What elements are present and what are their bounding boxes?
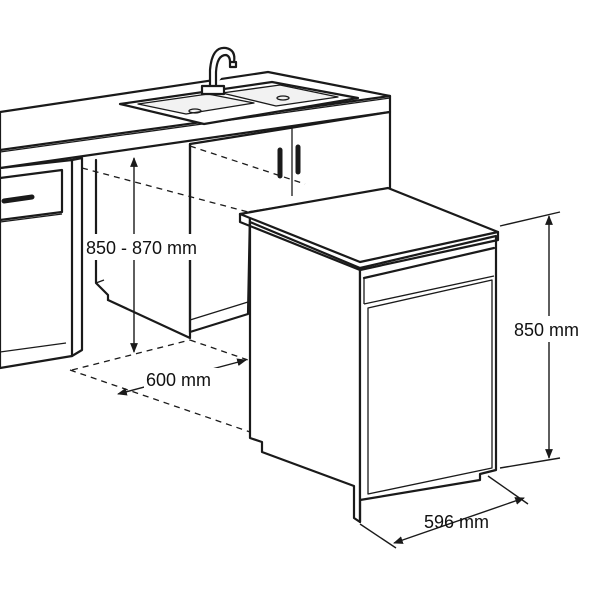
dishwasher — [238, 186, 500, 524]
dishwasher-door — [367, 279, 493, 495]
dishwasher-front — [358, 234, 498, 524]
dimension-counter-height: 850 - 870 mm — [84, 157, 216, 353]
drawer-handle — [1, 194, 35, 204]
counter-height-label: 850 - 870 mm — [86, 238, 197, 258]
dishwasher-side — [248, 220, 362, 524]
appliance-width-label: 596 mm — [424, 512, 489, 532]
dimension-appliance-width: 596 mm — [359, 475, 529, 549]
installation-space-guides — [69, 145, 306, 433]
faucet — [200, 46, 238, 96]
cabinet-depth-label: 600 mm — [146, 370, 211, 390]
appliance-height-label: 850 mm — [514, 320, 579, 340]
dimension-cabinet-depth: 600 mm — [117, 358, 247, 396]
dimension-appliance-height: 850 mm — [499, 211, 596, 469]
sink — [118, 80, 360, 126]
control-panel — [362, 246, 496, 280]
drawer-front — [0, 168, 64, 222]
